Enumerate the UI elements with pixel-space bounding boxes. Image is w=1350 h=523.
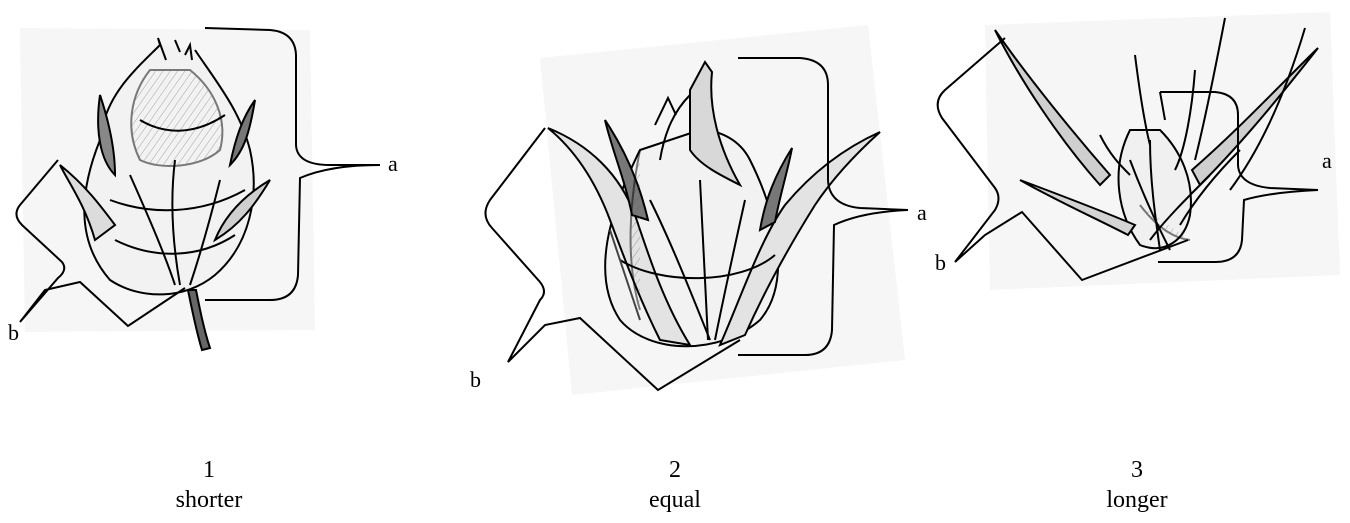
panel-description-1: shorter xyxy=(109,485,309,515)
panel-description-3: longer xyxy=(1037,485,1237,515)
label-b-1: b xyxy=(8,320,19,345)
label-b-3: b xyxy=(935,250,946,275)
label-a-3: a xyxy=(1322,148,1332,173)
panel-2: a b xyxy=(470,25,927,395)
panel-3: a b xyxy=(935,12,1340,290)
panel-number-2: 2 xyxy=(575,455,775,485)
caption-3: 3 longer xyxy=(1037,455,1237,515)
label-a-1: a xyxy=(388,151,398,176)
label-b-2: b xyxy=(470,367,481,392)
panel-description-2: equal xyxy=(575,485,775,515)
panel-1: a b xyxy=(8,28,398,350)
label-a-2: a xyxy=(917,200,927,225)
panel-number-1: 1 xyxy=(109,455,309,485)
caption-2: 2 equal xyxy=(575,455,775,515)
panel-number-3: 3 xyxy=(1037,455,1237,485)
caption-1: 1 shorter xyxy=(109,455,309,515)
